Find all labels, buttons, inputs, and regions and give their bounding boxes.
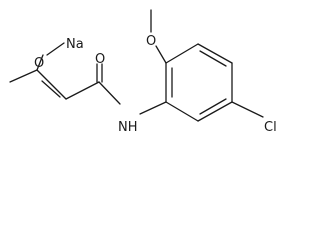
bond-c1-n — [98, 81, 121, 105]
bond-ring-methoxy-o — [155, 45, 167, 64]
ring-bond-6 — [165, 101, 199, 122]
benzene-ring — [165, 43, 233, 122]
carbonyl-oxygen-label: O — [95, 52, 105, 67]
chlorine-label: Cl — [264, 120, 277, 135]
bond-c3-c2-double-inner — [41, 80, 61, 98]
ring-bond-5 — [197, 101, 233, 122]
ring-bond-2 — [165, 43, 199, 64]
enolate-chain — [9, 42, 100, 100]
bond-o-na — [46, 42, 65, 56]
bond-c2-c1 — [65, 81, 100, 100]
methoxy-oxygen-label: O — [146, 34, 156, 49]
bond-c3-c2-double — [36, 69, 67, 100]
bond-ring-cl — [231, 101, 264, 118]
amide-nitrogen-label: NH — [118, 120, 138, 135]
ring-substituents — [150, 9, 264, 118]
bond-n-aryl — [139, 101, 167, 115]
ring-inner-bond-b — [199, 50, 227, 67]
bond-c3-methyl — [9, 69, 38, 83]
ring-bond-3 — [197, 43, 233, 64]
chemical-structure: O Na O NH O Cl — [9, 9, 277, 135]
amide-group — [96, 63, 167, 115]
sodium-label: Na — [66, 37, 84, 52]
enol-oxygen-label: O — [34, 56, 44, 71]
ring-inner-bond-c — [199, 98, 227, 115]
bond-c3-o-enol — [36, 54, 44, 71]
